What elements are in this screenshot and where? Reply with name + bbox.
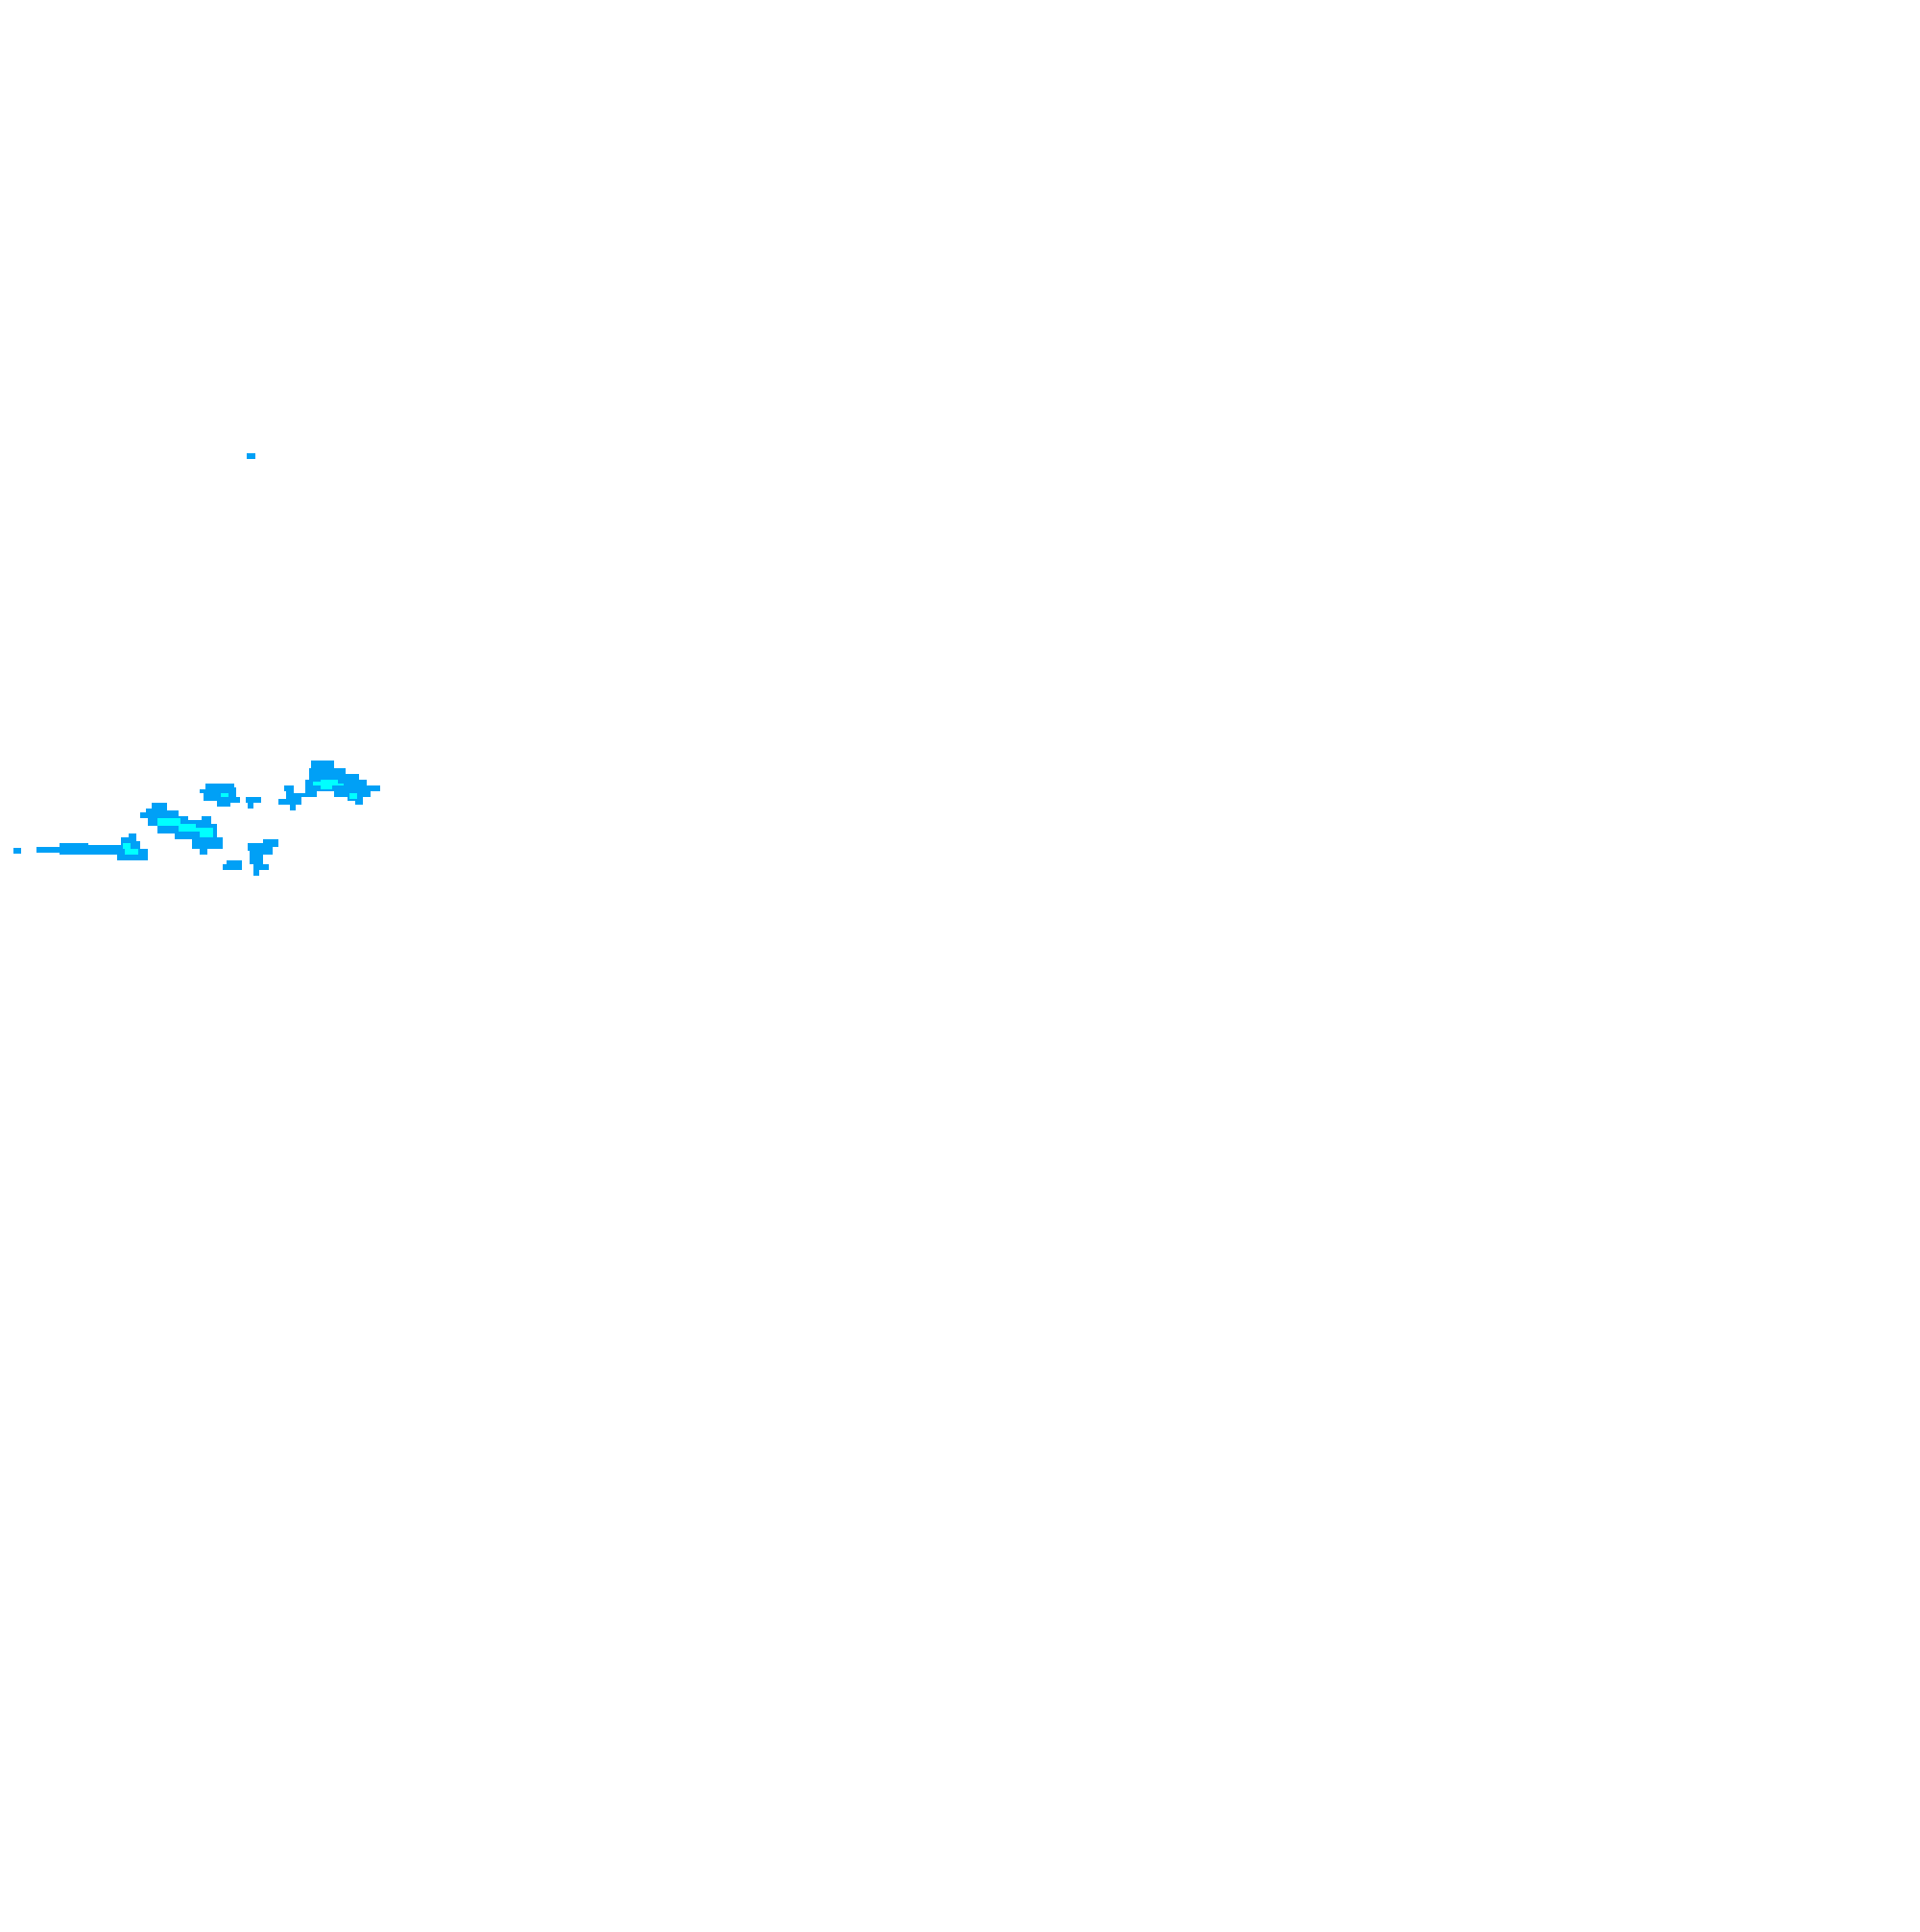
radar-echo-cell-south-a xyxy=(248,839,278,876)
radar-echo-band-west xyxy=(13,833,148,860)
radar-echo-cluster-northeast-core xyxy=(313,780,344,789)
radar-echo-cell-south-b xyxy=(223,860,242,870)
radar-echo-cell-north-a-core xyxy=(221,793,228,797)
radar-echo-cluster-northeast xyxy=(278,761,380,810)
radar-echo-band-west-main xyxy=(36,833,148,860)
radar-echo-cells-south xyxy=(223,839,278,876)
radar-echo-cell-north-b xyxy=(246,797,261,809)
radar-echo-band-west-light xyxy=(13,848,21,854)
radar-echo-band-west-core xyxy=(123,843,138,855)
radar-echo-isolated xyxy=(247,453,255,459)
radar-echo-cluster-northeast-core-b xyxy=(349,793,357,799)
radar-echo-cluster-central xyxy=(140,803,223,855)
radar-echo-cells-north xyxy=(200,784,261,809)
radar-echo-cluster-central-core xyxy=(157,818,213,837)
radar-echo-cell-north-a xyxy=(200,784,240,807)
